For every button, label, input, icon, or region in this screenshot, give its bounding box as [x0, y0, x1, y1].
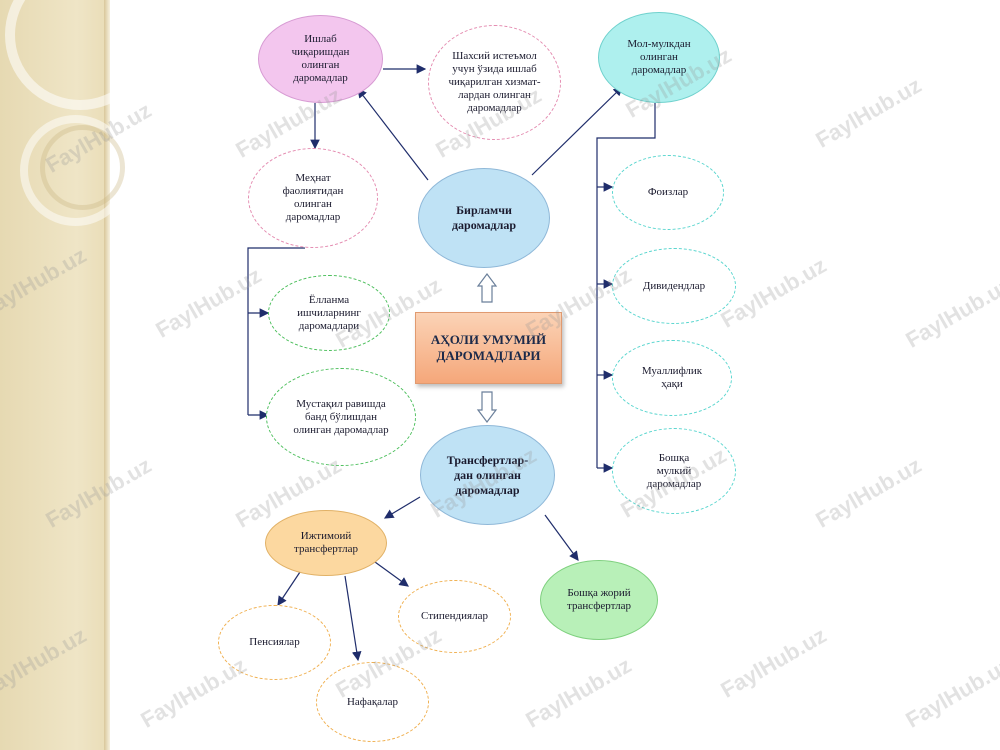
social-transfers-node: Ижтимоий трансфертлар — [265, 510, 387, 576]
interest-node: Фоизлар — [612, 155, 724, 230]
allowances-label: Нафақалар — [346, 695, 399, 708]
connector-transfers-other — [544, 514, 579, 561]
other-property-income-label: Бошқа мулкий даромадлар — [646, 451, 702, 490]
interest-label: Фоизлар — [647, 186, 689, 198]
deco-circle-small — [20, 115, 131, 226]
royalty-node: Муаллифлик ҳақи — [612, 340, 732, 416]
connector-labor-bracket — [247, 247, 305, 415]
total-income-label: АҲОЛИ УМУМИЙ ДАРОМАДЛАРИ — [430, 332, 547, 363]
transfers-income-label: Трансфертлар- дан олинган даромадлар — [446, 452, 529, 497]
other-property-income-node: Бошқа мулкий даромадлар — [612, 428, 736, 514]
deco-circle-mid — [40, 125, 125, 210]
transfers-income-node: Трансфертлар- дан олинган даромадлар — [420, 425, 555, 525]
other-transfers-label: Бошқа жорий трансфертлар — [567, 587, 631, 612]
pensions-label: Пенсиялар — [249, 636, 300, 648]
total-income-box: АҲОЛИ УМУМИЙ ДАРОМАДЛАРИ — [415, 312, 562, 384]
stipends-label: Стипендиялар — [421, 610, 488, 622]
production-income-node: Ишлаб чиқаришдан олинган даромадлар — [258, 15, 383, 103]
personal-use-income-node: Шахсий истеъмол учун ўзида ишлаб чиқарил… — [428, 25, 561, 140]
pensions-node: Пенсиялар — [218, 605, 331, 680]
property-income-label: Мол-мулкдан олинган даромадлар — [627, 38, 691, 76]
connector-social-stipends — [374, 561, 409, 587]
labor-income-node: Меҳнат фаолиятидан олинган даромадлар — [248, 148, 378, 248]
hired-workers-income-label: Ёлланма ишчиларнинг даромадлари — [297, 293, 361, 332]
social-transfers-label: Ижтимоий трансфертлар — [294, 530, 358, 555]
connector-property-bracket — [596, 103, 656, 468]
deco-circle-large — [5, 0, 155, 110]
self-employed-income-node: Мустақил равишда банд бўлишдан олинган д… — [266, 368, 416, 466]
property-income-node: Мол-мулкдан олинган даромадлар — [598, 12, 720, 103]
royalty-label: Муаллифлик ҳақи — [641, 365, 703, 390]
production-income-label: Ишлаб чиқаришдан олинган даромадлар — [291, 33, 350, 84]
connector-primary-production — [357, 88, 429, 181]
other-transfers-node: Бошқа жорий трансфертлар — [540, 560, 658, 640]
dividends-node: Дивидендлар — [612, 248, 736, 324]
connector-social-allowances — [344, 575, 362, 662]
dividends-label: Дивидендлар — [642, 279, 706, 292]
down-block-arrow — [476, 391, 498, 423]
primary-income-node: Бирламчи даромадлар — [418, 168, 550, 268]
primary-income-label: Бирламчи даромадлар — [451, 203, 517, 232]
stipends-node: Стипендиялар — [398, 580, 511, 653]
allowances-node: Нафақалар — [316, 662, 429, 742]
band-edge — [104, 0, 110, 750]
connector-primary-property — [531, 86, 623, 176]
labor-income-label: Меҳнат фаолиятидан олинган даромадлар — [282, 172, 344, 223]
hired-workers-income-node: Ёлланма ишчиларнинг даромадлари — [268, 275, 390, 351]
connector-transfers-social — [383, 496, 421, 519]
connector-social-pensions — [277, 571, 301, 606]
personal-use-income-label: Шахсий истеъмол учун ўзида ишлаб чиқарил… — [448, 50, 541, 114]
up-block-arrow — [476, 273, 498, 303]
self-employed-income-label: Мустақил равишда банд бўлишдан олинган д… — [293, 397, 389, 436]
